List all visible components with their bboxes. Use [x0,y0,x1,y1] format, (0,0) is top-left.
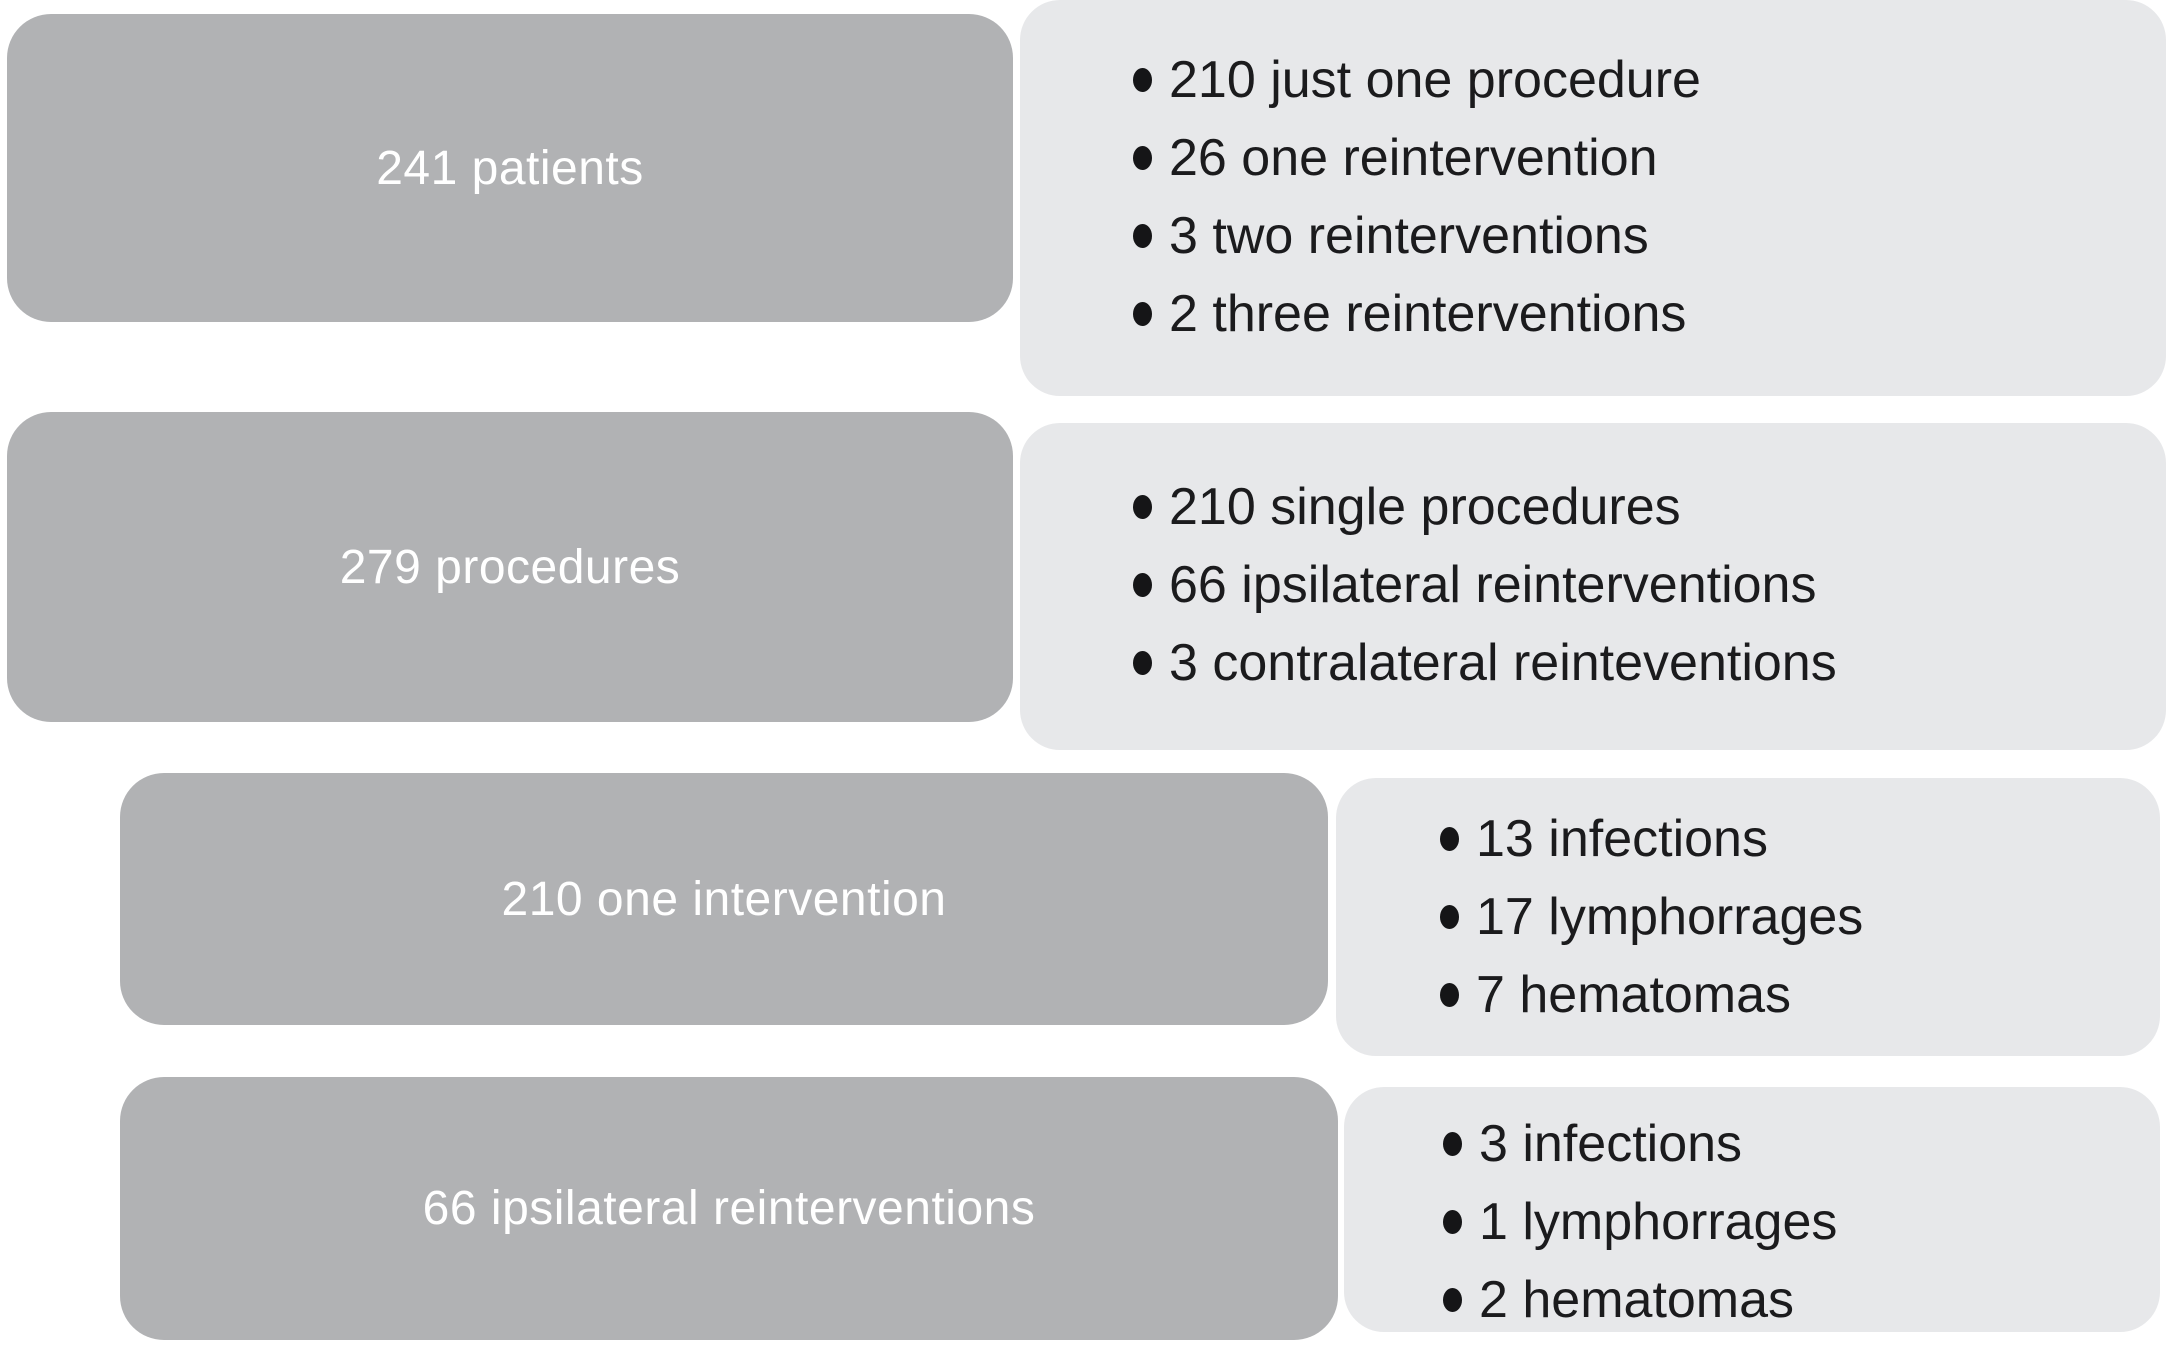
procedures-bullet-list: 210 single procedures 66 ipsilateral rei… [1133,468,1837,702]
list-item: 1 lymphorrages [1443,1183,1837,1261]
bullet-text: 2 three reinterventions [1169,285,1687,343]
bullet-icon [1440,983,1459,1007]
ipsilateral-reinterventions-box: 66 ipsilateral reinterventions [120,1077,1338,1340]
bullet-text: 3 infections [1479,1115,1743,1173]
procedures-details-panel [1020,423,2166,750]
ipsilateral-reinterventions-bullet-list: 3 infections 1 lymphorrages 2 hematomas [1443,1105,1837,1339]
bullet-text: 26 one reintervention [1169,129,1658,187]
procedures-box: 279 procedures [7,412,1013,722]
bullet-icon [1133,146,1152,170]
bullet-text: 2 hematomas [1479,1271,1795,1329]
bullet-text: 210 just one procedure [1169,51,1701,109]
bullet-text: 13 infections [1476,810,1768,868]
bullet-icon [1133,495,1152,519]
list-item: 2 three reinterventions [1133,275,1701,353]
bullet-icon [1133,68,1152,92]
list-item: 210 single procedures [1133,468,1837,546]
bullet-text: 66 ipsilateral reinterventions [1169,556,1817,614]
one-intervention-details-panel [1336,778,2160,1056]
bullet-icon [1443,1288,1462,1312]
list-item: 210 just one procedure [1133,41,1701,119]
patients-bullet-list: 210 just one procedure 26 one reinterven… [1133,41,1701,353]
list-item: 7 hematomas [1440,956,1863,1034]
bullet-icon [1133,573,1152,597]
list-item: 3 two reinterventions [1133,197,1701,275]
bullet-icon [1133,302,1152,326]
one-intervention-bullet-list: 13 infections 17 lymphorrages 7 hematoma… [1440,800,1863,1034]
patients-box: 241 patients [7,14,1013,322]
list-item: 3 infections [1443,1105,1837,1183]
list-item: 2 hematomas [1443,1261,1837,1339]
bullet-icon [1440,905,1459,929]
patients-box-label: 241 patients [376,141,644,195]
ipsilateral-reinterventions-details-panel [1344,1087,2160,1332]
ipsilateral-reinterventions-box-label: 66 ipsilateral reinterventions [422,1182,1036,1235]
list-item: 3 contralateral reinteventions [1133,624,1837,702]
bullet-text: 3 contralateral reinteventions [1169,634,1837,692]
list-item: 13 infections [1440,800,1863,878]
bullet-text: 7 hematomas [1476,966,1792,1024]
list-item: 26 one reintervention [1133,119,1701,197]
bullet-text: 1 lymphorrages [1479,1193,1838,1251]
bullet-icon [1443,1210,1462,1234]
list-item: 17 lymphorrages [1440,878,1863,956]
one-intervention-box: 210 one intervention [120,773,1328,1025]
bullet-text: 17 lymphorrages [1476,888,1864,946]
bullet-icon [1133,651,1152,675]
bullet-text: 210 single procedures [1169,478,1681,536]
bullet-icon [1133,224,1152,248]
bullet-icon [1443,1132,1462,1156]
bullet-text: 3 two reinterventions [1169,207,1649,265]
patients-details-panel [1020,0,2166,396]
procedures-box-label: 279 procedures [339,540,681,594]
list-item: 66 ipsilateral reinterventions [1133,546,1837,624]
one-intervention-box-label: 210 one intervention [501,872,947,926]
bullet-icon [1440,827,1459,851]
